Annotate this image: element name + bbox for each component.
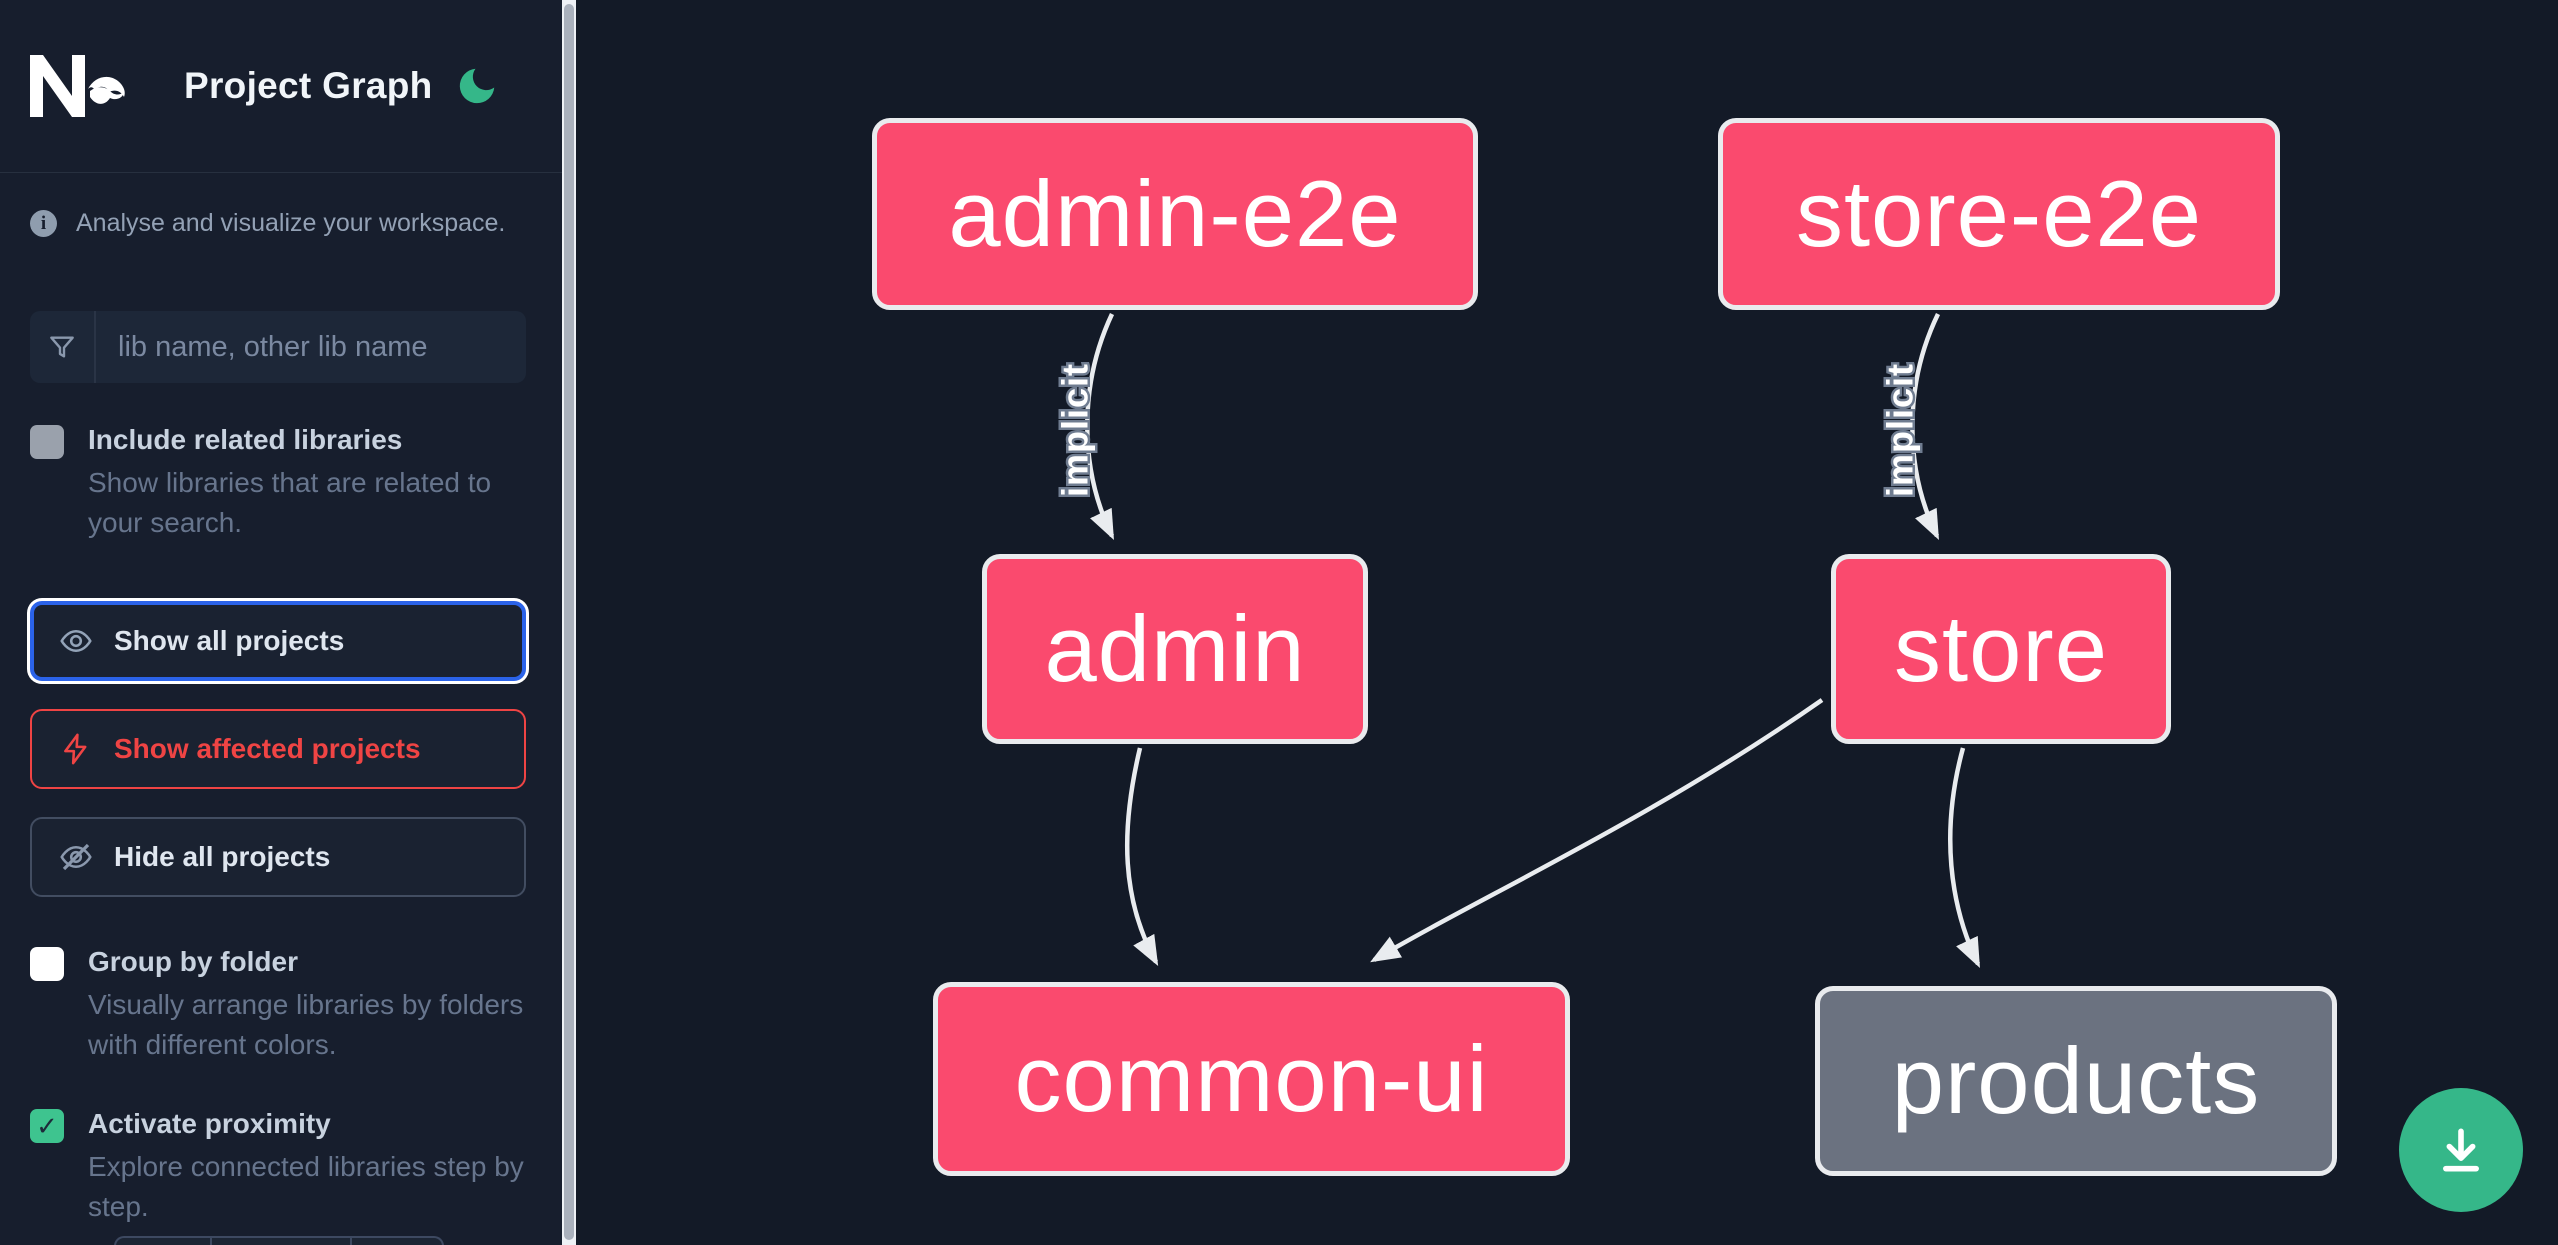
include-related-label: Include related libraries	[88, 424, 403, 455]
project-node-store-e2e[interactable]: store-e2e	[1718, 118, 2280, 310]
project-filter-searchbox	[30, 311, 526, 383]
info-icon: i	[30, 210, 57, 237]
include-related-toggle[interactable]: Include related libraries Show libraries…	[30, 423, 532, 543]
eye-off-icon	[58, 839, 94, 875]
hide-all-projects-button[interactable]: Hide all projects	[30, 817, 526, 898]
edge-store-to-products	[1948, 747, 1981, 969]
node-label: admin-e2e	[948, 161, 1402, 266]
project-node-admin-e2e[interactable]: admin-e2e	[872, 118, 1478, 310]
node-label: admin	[1044, 596, 1306, 701]
show-affected-projects-label: Show affected projects	[114, 733, 421, 765]
page-title: Project Graph	[184, 65, 433, 106]
edge-store-e2e-to-store	[1910, 313, 1941, 541]
activate-proximity-description: Explore connected libraries step by step…	[88, 1151, 524, 1223]
edge-admin-to-common-ui	[1124, 747, 1159, 966]
nx-logo-icon	[30, 55, 125, 117]
dependency-edges-layer: implicit implicit	[1052, 313, 1981, 969]
group-by-folder-toggle[interactable]: Group by folder Visually arrange librari…	[30, 945, 532, 1065]
stepper-decrement[interactable]	[116, 1238, 210, 1245]
include-related-description: Show libraries that are related to your …	[88, 466, 492, 538]
node-label: store	[1894, 596, 2108, 701]
stepper-increment[interactable]	[350, 1238, 442, 1245]
stepper-value	[210, 1238, 350, 1245]
project-node-common-ui[interactable]: common-ui	[933, 982, 1570, 1176]
group-by-folder-description: Visually arrange libraries by folders wi…	[88, 988, 524, 1061]
group-by-folder-checkbox[interactable]	[30, 947, 64, 982]
include-related-checkbox[interactable]	[30, 425, 64, 459]
lightning-bolt-icon	[58, 731, 94, 767]
hide-all-projects-label: Hide all projects	[114, 841, 331, 873]
sidebar-scrollbar-thumb[interactable]	[564, 4, 574, 1240]
edge-admin-e2e-to-admin	[1085, 313, 1115, 541]
theme-toggle-moon-icon[interactable]	[454, 63, 500, 109]
activate-proximity-toggle[interactable]: ✓ Activate proximity Explore connected l…	[30, 1107, 532, 1227]
download-graph-button[interactable]	[2399, 1088, 2523, 1212]
activate-proximity-label: Activate proximity	[88, 1108, 331, 1140]
proximity-depth-stepper[interactable]	[114, 1236, 444, 1245]
edge-label-implicit-admin: implicit	[1055, 363, 1096, 497]
edge-label-implicit-store: implicit	[1880, 363, 1921, 497]
sidebar: Project Graph i Analyse and visualize yo…	[0, 0, 562, 1245]
project-node-products[interactable]: products	[1815, 986, 2337, 1176]
node-label: store-e2e	[1795, 161, 2203, 266]
project-node-store[interactable]: store	[1831, 554, 2171, 744]
node-label: products	[1891, 1028, 2261, 1133]
show-all-projects-label: Show all projects	[114, 625, 345, 657]
group-by-folder-label: Group by folder	[88, 946, 298, 978]
workspace-tagline-row: i Analyse and visualize your workspace.	[30, 209, 532, 238]
search-input[interactable]	[96, 311, 526, 383]
show-all-projects-button[interactable]: Show all projects	[30, 601, 526, 682]
project-node-admin[interactable]: admin	[982, 554, 1368, 744]
download-icon	[2443, 1128, 2479, 1172]
workspace-tagline: Analyse and visualize your workspace.	[76, 209, 506, 237]
sidebar-header: Project Graph	[0, 0, 562, 173]
edge-store-to-common-ui	[1370, 698, 1824, 963]
graph-canvas[interactable]: implicit implicit admin-e2e store-e2e ad…	[576, 0, 2558, 1245]
show-affected-projects-button[interactable]: Show affected projects	[30, 709, 526, 790]
activate-proximity-checkbox[interactable]: ✓	[30, 1109, 64, 1144]
eye-icon	[58, 623, 94, 659]
node-label: common-ui	[1014, 1026, 1489, 1131]
filter-funnel-icon	[30, 311, 96, 383]
sidebar-scrollbar[interactable]	[562, 0, 576, 1245]
